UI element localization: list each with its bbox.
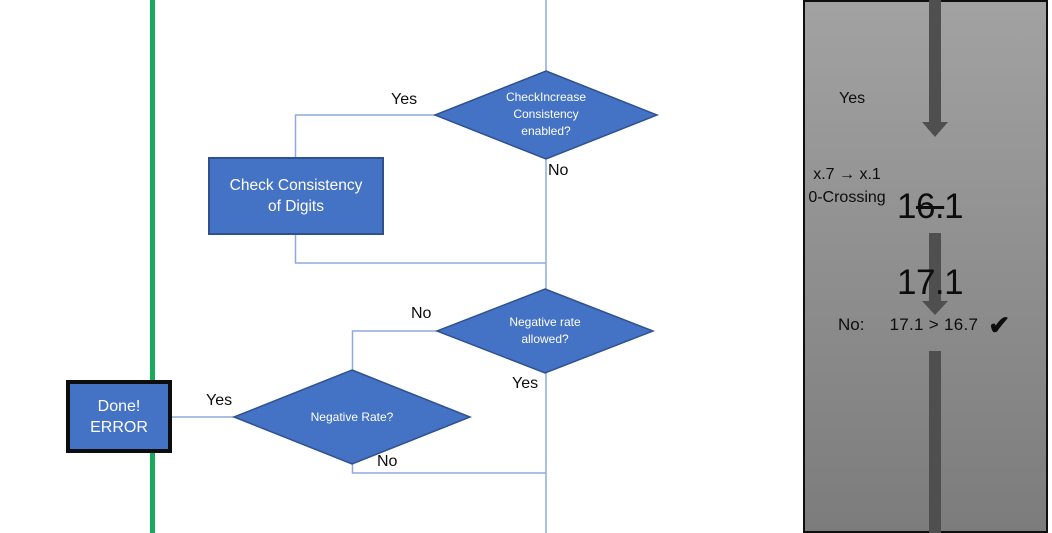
comparison-answer: No: [838, 315, 865, 334]
decision-negative-rate-label: Negative Rate? [310, 410, 394, 424]
down-arrow-1-head [922, 122, 948, 137]
process-check-consistency-box: Check Consistency of Digits [208, 157, 384, 235]
zero-crossing-note: x.7 → x.1 0-Crossing [808, 166, 886, 206]
new-increase-value: 17.1 [897, 263, 964, 302]
no-branch-connector [351, 330, 437, 370]
down-arrow-2-shaft [929, 233, 941, 301]
branch-label-yes-negative-rate: Yes [206, 392, 233, 409]
decision-check-increase-label: CheckIncrease Consistency enabled? [505, 90, 587, 138]
decision-negative-rate-allowed-shape [434, 288, 656, 374]
down-arrow-3-shaft [929, 351, 941, 533]
comparison-expression: 17.1 > 16.7 [889, 315, 979, 334]
process-return-connector [294, 235, 546, 264]
old-value-suffix: 1 [944, 187, 964, 226]
yes-branch-connector [294, 114, 435, 157]
branch-label-no-rate-allowed: No [411, 305, 432, 322]
branch-label-yes-check-increase: Yes [391, 91, 418, 108]
old-value-prefix: 1 [897, 187, 916, 226]
terminal-done-error-box: Done! ERROR [66, 380, 172, 453]
down-arrow-2-head [922, 301, 948, 315]
decision-negative-rate-shape [231, 369, 473, 465]
old-value-struck-part: 6. [915, 187, 945, 226]
increase-values: 16.1 17.1 [897, 150, 964, 340]
branch-label-no-check-increase: No [548, 162, 569, 179]
decision-check-increase-shape [432, 70, 660, 160]
no-return-connector [351, 464, 546, 474]
down-arrow-1-shaft [929, 0, 941, 122]
branch-label-yes-rate-allowed: Yes [512, 375, 539, 392]
comparison-row: No: 17.1 > 16.7 ✔ [838, 312, 1010, 338]
checkmark-icon: ✔ [988, 310, 1011, 340]
panel-yes-label: Yes [839, 90, 866, 107]
old-increase-value: 16.1 [897, 187, 964, 226]
side-panel [803, 0, 1048, 533]
decision-negative-rate-allowed-label: Negative rate allowed? [509, 315, 581, 346]
branch-label-no-negative-rate: No [377, 453, 398, 470]
